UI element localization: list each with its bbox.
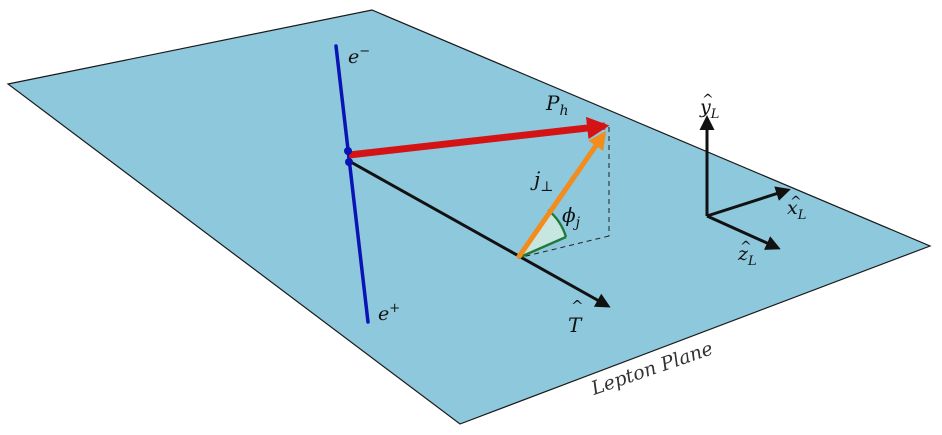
- z-axis-hat: ^: [740, 239, 752, 255]
- y-axis-hat: ^: [702, 92, 714, 108]
- electron-label: e−: [348, 44, 370, 68]
- x-axis-label: xL: [787, 197, 806, 223]
- beam-dot-upper: [344, 147, 352, 155]
- phi-angle-sector: [518, 210, 566, 258]
- jet-perp-label: j⊥: [530, 167, 553, 195]
- hadron-momentum-arrow: [348, 116, 610, 159]
- x-axis-arrow: [706, 186, 791, 218]
- positron-label: e+: [378, 301, 400, 325]
- thrust-axis-arrow: [348, 159, 611, 308]
- projection-dashed-horizontal: [517, 235, 610, 259]
- y-axis-label: yL: [699, 96, 719, 122]
- beam-dot-lower: [345, 158, 353, 166]
- z-axis-label: zL: [737, 243, 757, 269]
- phi-angle-label: ϕj: [562, 203, 581, 231]
- lepton-plane: [6, 9, 932, 425]
- z-axis-arrow: [706, 214, 781, 250]
- jet-perp-arrow: [515, 131, 607, 260]
- x-axis-hat: ^: [790, 194, 802, 210]
- beam-line: [334, 44, 370, 324]
- phi-angle-leg: [517, 235, 567, 260]
- hadron-momentum-label: Ph: [545, 91, 569, 119]
- thrust-label: T: [568, 313, 583, 337]
- thrust-hat: ^: [571, 297, 584, 315]
